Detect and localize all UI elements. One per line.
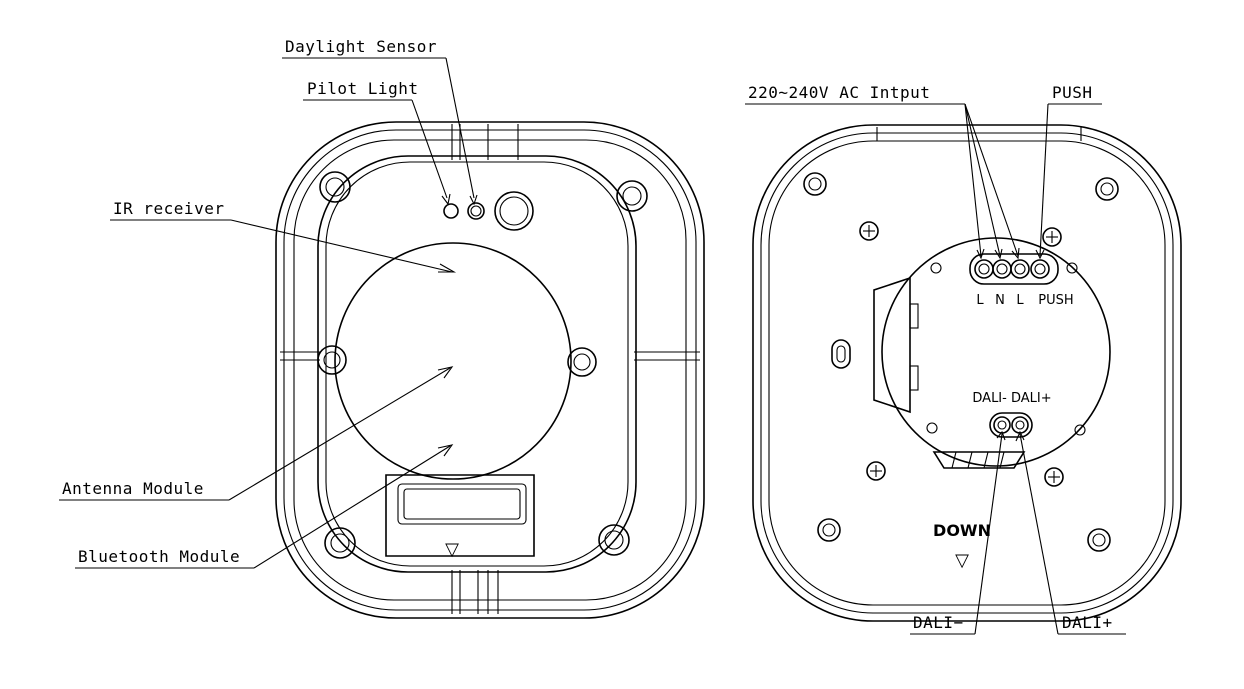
rear-module-side-block [873,276,911,414]
front-outer-frame-inner [283,129,697,611]
front-screw-boss-top-left [319,171,351,203]
label-ac-input: 220~240V AC Intput [748,83,930,102]
dali-terminal-block [989,412,1033,438]
front-inner-housing-edge [325,161,629,567]
front-outer-frame [275,121,705,619]
front-screw-boss-bottom-right [598,524,630,556]
label-dali-plus: DALI+ [1062,613,1113,632]
label-daylight-sensor: Daylight Sensor [285,37,437,56]
label-dali-minus: DALI− [913,613,964,632]
daylight-sensor-lens [467,202,485,220]
terminal-screw-N [992,259,1012,279]
rear-frame-ridge [768,140,1166,606]
callout-bluetooth-module: Bluetooth Module [75,444,454,569]
dali-plus-screw [1011,416,1029,434]
callout-ir-receiver: IR receiver [110,199,457,273]
label-pilot-light: Pilot Light [307,79,418,98]
rear-screw-1 [859,221,879,241]
callout-push: PUSH [1035,83,1102,260]
front-clip-right [567,347,597,377]
callout-pilot-light: Pilot Light [303,79,451,206]
front-bottom-tab [385,474,535,557]
rear-outer-frame [752,124,1182,622]
front-main-lens [334,242,572,480]
rear-screw-4 [1044,467,1064,487]
front-screw-boss-top-right [616,180,648,212]
dali-terminal-marking: DALI- DALI+ [972,391,1051,406]
label-bluetooth-module: Bluetooth Module [78,547,240,566]
pilot-light-lens [443,203,459,219]
rear-hole-bottom-right [1087,528,1111,552]
front-view-device: ▽ [275,121,705,619]
terminal-label-L1: L [976,293,984,308]
terminal-label-N: N [995,293,1005,308]
front-frame-ridge [293,139,687,601]
rear-view-device: L N L PUSH DALI- DALI+ DOWN ▽ [752,124,1182,622]
terminal-screw-push [1030,259,1050,279]
rear-screw-3 [866,461,886,481]
rear-hole-bottom-left [817,518,841,542]
terminal-screw-L2 [1010,259,1030,279]
front-down-arrow: ▽ [445,539,459,560]
rear-screw-2 [1042,227,1062,247]
push-button-front [494,191,534,231]
down-marking: DOWN [933,521,991,540]
callout-daylight-sensor: Daylight Sensor [282,37,478,206]
callout-ac-input: 220~240V AC Intput [745,83,1020,260]
rear-hole-top-right [1095,177,1119,201]
rear-side-slot [831,339,851,369]
terminal-label-push: PUSH [1038,293,1073,308]
label-antenna-module: Antenna Module [62,479,204,498]
rear-down-arrow: ▽ [955,550,969,571]
terminal-screw-L1 [974,259,994,279]
label-push: PUSH [1052,83,1093,102]
front-clip-left [317,345,347,375]
front-screw-boss-bottom-left [324,527,356,559]
callout-dali-plus: DALI+ [1015,430,1126,635]
terminal-label-L2: L [1016,293,1024,308]
callout-antenna-module: Antenna Module [59,366,454,501]
callout-dali-minus: DALI− [910,430,1006,635]
label-ir-receiver: IR receiver [113,199,224,218]
rear-cable-clamp [932,451,1026,469]
rear-hole-top-left [803,172,827,196]
rear-outer-frame-inner [760,132,1174,614]
dali-minus-screw [993,416,1011,434]
